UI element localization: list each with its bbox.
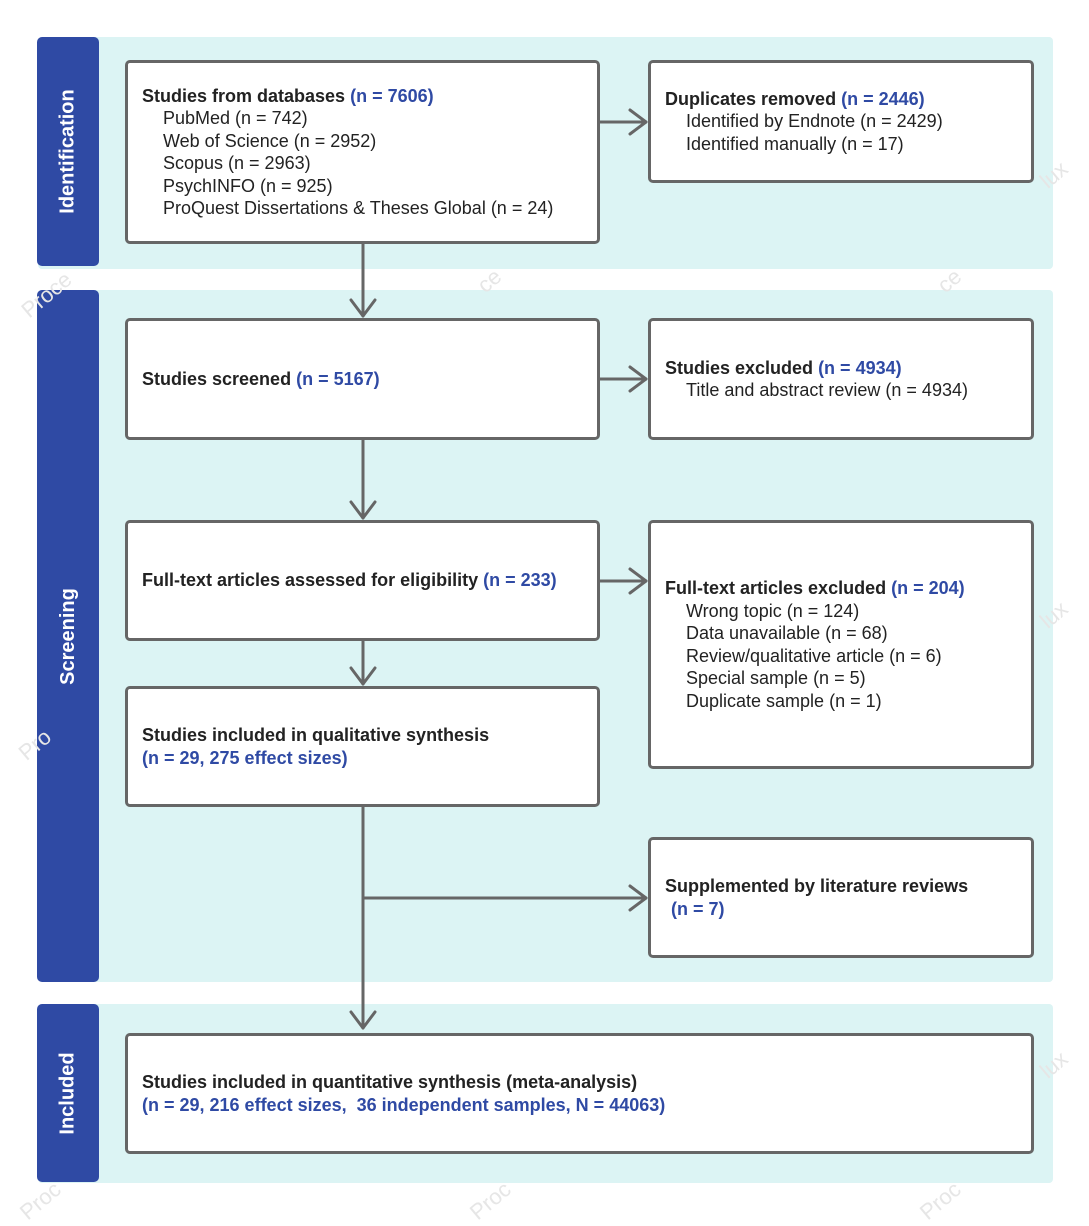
arrowhead-quantitative <box>349 1010 377 1030</box>
duplicates-item: Identified by Endnote (n = 2429) <box>686 111 943 132</box>
databases-item: Scopus (n = 2963) <box>163 153 311 173</box>
fulltext-excluded-item: Data unavailable (n = 68) <box>686 623 888 643</box>
duplicates-heading: Duplicates removed (n = 2446) <box>665 88 1017 111</box>
duplicates-title: Duplicates removed <box>665 88 837 109</box>
quantitative-count: (n = 29, 216 effect sizes, 36 independen… <box>142 1094 666 1115</box>
screened-title: Studies screened <box>142 368 292 389</box>
quantitative-box: Studies included in quantitative synthes… <box>125 1033 1034 1154</box>
fulltext-count: (n = 233) <box>483 570 557 591</box>
fulltext-excluded-box: Full-text articles excluded (n = 204) Wr… <box>648 520 1034 769</box>
excluded-item: Title and abstract review (n = 4934) <box>686 380 968 400</box>
fulltext-box: Full-text articles assessed for eligibil… <box>125 520 600 641</box>
quantitative-title: Studies included in quantitative synthes… <box>142 1072 638 1092</box>
fulltext-title: Full-text articles assessed for eligibil… <box>142 570 479 591</box>
databases-item: PubMed (n = 742) <box>163 108 308 128</box>
arrowhead-supplemented <box>628 884 648 912</box>
arrowhead-fulltext-excluded <box>628 567 648 595</box>
phase-included: Included <box>37 1004 99 1182</box>
supplemented-title: Supplemented by literature reviews <box>665 876 969 896</box>
excluded-title: Studies excluded <box>665 357 814 378</box>
excluded-count: (n = 4934) <box>818 357 902 378</box>
qualitative-box: Studies included in qualitative synthesi… <box>125 686 600 807</box>
duplicates-box: Duplicates removed (n = 2446) Identified… <box>648 60 1034 183</box>
fulltext-heading: Full-text articles assessed for eligibil… <box>142 569 583 592</box>
fulltext-excluded-title: Full-text articles excluded <box>665 578 887 598</box>
databases-heading: Studies from databases (n = 7606) <box>142 85 583 108</box>
arrowhead-screened <box>349 298 377 318</box>
phase-screening: Screening <box>37 290 99 982</box>
fulltext-excluded-item: Wrong topic (n = 124) <box>686 600 860 621</box>
screened-count: (n = 5167) <box>296 368 380 389</box>
fulltext-excluded-item: Review/qualitative article (n = 6) <box>686 645 942 666</box>
databases-box: Studies from databases (n = 7606) PubMed… <box>125 60 600 244</box>
fulltext-excluded-heading: Full-text articles excluded (n = 204) <box>665 577 1017 600</box>
excluded-heading: Studies excluded (n = 4934) <box>665 357 1017 380</box>
databases-title: Studies from databases <box>142 85 346 106</box>
databases-item: ProQuest Dissertations & Theses Global (… <box>163 198 554 218</box>
arrowhead-qualitative <box>349 666 377 686</box>
duplicates-count: (n = 2446) <box>841 88 925 109</box>
databases-count: (n = 7606) <box>350 85 434 106</box>
phase-identification: Identification <box>37 37 99 266</box>
fulltext-excluded-count: (n = 204) <box>891 578 965 598</box>
duplicates-item: Identified manually (n = 17) <box>686 133 904 154</box>
arrowhead-fulltext <box>349 500 377 520</box>
databases-item: Web of Science (n = 2952) <box>163 130 377 151</box>
arrowhead-excluded <box>628 365 648 393</box>
databases-item: PsychINFO (n = 925) <box>163 175 333 196</box>
fulltext-excluded-item: Duplicate sample (n = 1) <box>686 690 882 711</box>
arrowhead-duplicates <box>628 108 648 136</box>
fulltext-excluded-item: Special sample (n = 5) <box>686 668 866 688</box>
screened-heading: Studies screened (n = 5167) <box>142 368 583 391</box>
supplemented-count: (n = 7) <box>671 898 725 919</box>
supplemented-box: Supplemented by literature reviews (n = … <box>648 837 1034 958</box>
qualitative-count: (n = 29, 275 effect sizes) <box>142 747 348 768</box>
screened-box: Studies screened (n = 5167) <box>125 318 600 440</box>
excluded-box: Studies excluded (n = 4934) Title and ab… <box>648 318 1034 440</box>
qualitative-title: Studies included in qualitative synthesi… <box>142 725 490 745</box>
